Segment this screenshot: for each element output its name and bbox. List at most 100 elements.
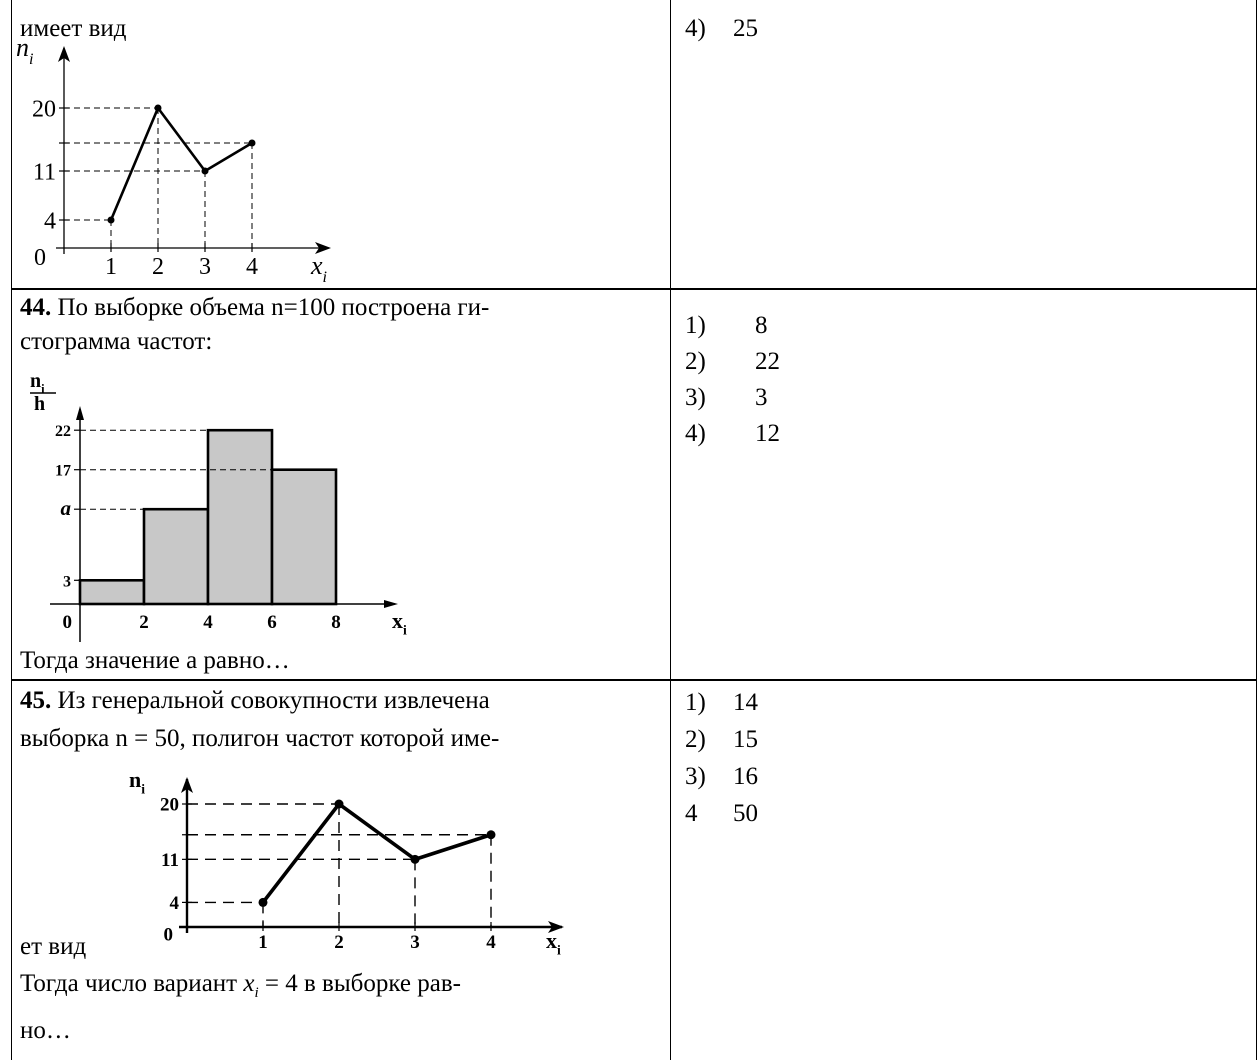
answer-option: 1) 14 <box>685 688 758 718</box>
question-44-text-after: Тогда значение а равно… <box>20 647 290 674</box>
answer-value: 15 <box>733 726 758 753</box>
y-axis-title-numerator: ni <box>30 370 45 396</box>
origin-label: 0 <box>164 924 174 945</box>
polygon-line <box>261 802 492 904</box>
answer-value: 25 <box>733 15 758 42</box>
polygon-chart-45: 1 2 3 4 4 11 20 0 ni xi <box>129 767 564 958</box>
y-tick-label: 4 <box>44 208 56 234</box>
y-tick-label: 4 <box>170 893 180 914</box>
answer-option: 3)3 <box>685 383 768 413</box>
x-tick-label: 1 <box>105 254 117 280</box>
answers-44-cell: 1)8 2) 22 3)3 4) 12 <box>671 289 1256 680</box>
data-point <box>107 216 115 224</box>
y-tick-label: 11 <box>161 850 179 871</box>
axes <box>56 46 331 254</box>
y-axis-title-denominator: h <box>34 393 45 415</box>
answer-number: 3) <box>685 763 706 790</box>
answer-option: 2) 15 <box>685 725 758 755</box>
question-text: Из генеральной совокупности извлечена <box>51 687 490 714</box>
question-45-text-line3: ет вид <box>20 933 87 960</box>
answer-number: 4 <box>685 800 698 827</box>
x-tick-label: 4 <box>203 612 213 633</box>
question-45-text-line1: 45. Из генеральной совокупности извлечен… <box>20 686 490 716</box>
y-tick-label: a <box>61 496 72 520</box>
y-tick-label: 20 <box>160 795 179 816</box>
answer-value: 14 <box>733 689 758 716</box>
answer-value: 3 <box>755 384 768 411</box>
y-tick-label: 17 <box>55 463 71 480</box>
data-point <box>410 854 420 864</box>
x-tick-label: 8 <box>331 612 341 633</box>
answer-value: 50 <box>733 800 758 827</box>
variable-subscript: i <box>254 985 259 1001</box>
axis-labels: 1 2 3 4 4 11 20 0 ni xi <box>129 767 561 958</box>
histogram-bar <box>78 579 146 606</box>
variable-x: x <box>243 970 255 997</box>
answer-value: 12 <box>755 420 780 447</box>
answer-option: 1)8 <box>685 311 768 341</box>
x-tick-label: 3 <box>199 254 211 280</box>
guide-lines <box>80 429 272 510</box>
answer-option: 4 50 <box>685 799 758 829</box>
y-tick-label: 3 <box>63 573 71 590</box>
data-point <box>248 139 256 147</box>
question-44-text-line1: 44. По выборке объема n=100 построена ги… <box>20 293 489 323</box>
answer-number: 4) <box>685 15 706 42</box>
question-number: 44. <box>20 294 52 321</box>
question-number: 45. <box>20 687 52 714</box>
answer-option: 4) 12 <box>685 419 780 449</box>
answers-45-cell: 1) 14 2) 15 3) 16 4 50 <box>671 680 1256 1060</box>
x-tick-label: 2 <box>334 932 344 953</box>
answer-value: 8 <box>755 312 768 339</box>
question-44-cell: 44. По выборке объема n=100 построена ги… <box>12 289 671 680</box>
x-tick-label: 4 <box>486 932 496 953</box>
x-tick-label: 2 <box>152 254 164 280</box>
question-45-text-line4: Тогда число вариант xi = 4 в выборке рав… <box>20 969 461 1008</box>
x-axis-title: xi <box>392 608 407 638</box>
data-point <box>258 897 268 907</box>
polygon-line <box>109 106 253 221</box>
answer-number: 1) <box>685 689 706 716</box>
data-point <box>486 830 496 840</box>
answer-value: 16 <box>733 763 758 790</box>
histogram-bars <box>78 428 338 606</box>
data-point <box>334 799 344 809</box>
y-tick-label: 22 <box>55 423 71 440</box>
y-axis-arrow <box>58 46 70 62</box>
y-axis-arrow <box>181 777 193 793</box>
data-point <box>154 104 162 112</box>
answer-number: 4) <box>685 420 706 447</box>
answer-option: 2) 22 <box>685 347 780 377</box>
answer-number: 2) <box>685 348 706 375</box>
answer-option: 4) 25 <box>685 14 758 44</box>
x-axis-title: xi <box>546 928 561 958</box>
y-tick-label: 11 <box>33 159 56 185</box>
y-tick-label: 20 <box>32 96 56 122</box>
guide-lines <box>187 803 492 927</box>
y-axis-title: ni <box>129 767 145 797</box>
data-point <box>201 167 209 175</box>
answer-number: 2) <box>685 726 706 753</box>
question-44-row: 44. По выборке объема n=100 построена ги… <box>11 288 1257 681</box>
text-part: = 4 в выборке рав- <box>258 970 461 997</box>
question-45-text-line5: но… <box>20 1017 71 1044</box>
x-tick-label: 1 <box>258 932 268 953</box>
question-45-text-line2: выборка n = 50, полигон частот которой и… <box>20 725 500 752</box>
series-line <box>258 799 496 907</box>
x-axis-arrow <box>548 921 564 933</box>
answer-value: 22 <box>755 348 780 375</box>
question-text: По выборке объема n=100 построена ги- <box>51 294 490 321</box>
guide-lines <box>64 107 253 248</box>
x-tick-label: 4 <box>246 254 258 280</box>
x-tick-label: 3 <box>410 932 420 953</box>
question-43-text-tail: имеет вид <box>20 15 127 42</box>
histogram-bar <box>270 468 338 606</box>
axes <box>179 777 564 933</box>
x-axis-arrow <box>384 600 398 608</box>
histogram-bar <box>142 507 210 606</box>
question-45-cell: 45. Из генеральной совокупности извлечен… <box>12 680 671 1060</box>
